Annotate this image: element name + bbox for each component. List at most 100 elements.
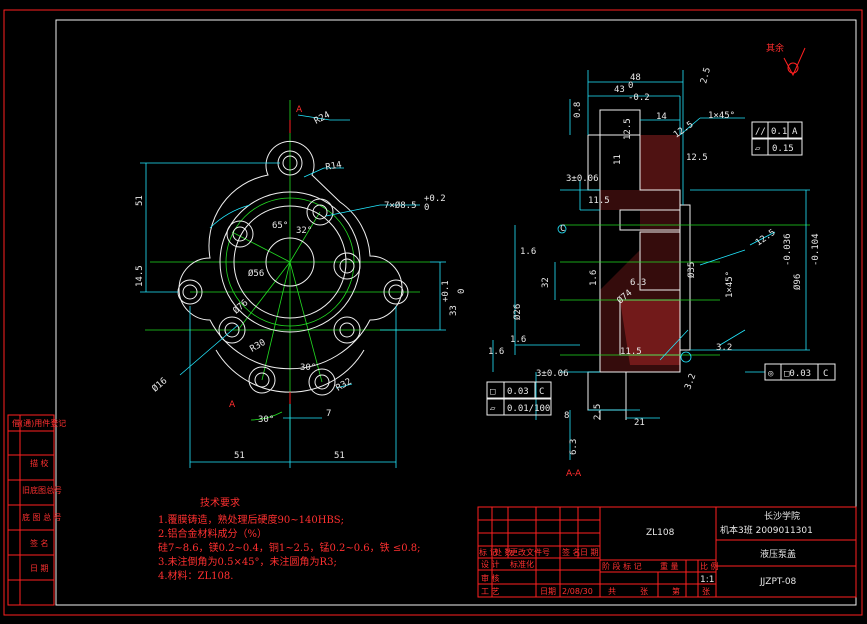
dim-holes: 7×Ø8.5: [384, 200, 417, 211]
tb-row4-3: 张: [640, 587, 648, 596]
dim-d6-3b: 6.3: [569, 439, 579, 455]
tb-row4-1: 日期: [540, 587, 556, 596]
inner-frame: [55, 19, 857, 606]
reg-label-5: 日 期: [30, 564, 49, 573]
gtol4-symbol-icon: □: [490, 387, 496, 397]
tb-row2-2: 重 量: [660, 561, 679, 571]
reg-label-4: 签 名: [30, 538, 49, 548]
tb-row1-1: 处 数: [494, 547, 513, 557]
gtol2-value: 0.15: [772, 144, 794, 154]
dim-ang65: 65°: [272, 221, 288, 231]
dim-d8: 8: [564, 411, 569, 421]
dim-h33: 33: [449, 305, 459, 316]
dim-d2-5b: 2.5: [593, 404, 603, 420]
gtol4-value: 0.03: [507, 387, 529, 397]
dim-d6-3: 6.3: [630, 278, 646, 288]
dim-d1-6b: 1.6: [510, 335, 526, 345]
dim-d76: Ø76: [231, 297, 251, 316]
dim-r32: R32: [335, 377, 354, 394]
dim-w51a: 51: [234, 451, 245, 461]
gtol-frame-1: // 0.1 A: [751, 121, 803, 139]
dim-holes-tol-up: +0.2: [424, 194, 446, 204]
gtol1-symbol: //: [755, 127, 766, 137]
tb-row4-5: 张: [702, 587, 710, 596]
dim-d3-06a: 3±0.06: [566, 174, 599, 184]
dim-w48: 48: [630, 73, 641, 83]
gtol5-symbol-icon: ▱: [490, 404, 496, 414]
dim-h51: 51: [135, 195, 145, 206]
dim-w51b: 51: [334, 451, 345, 461]
dim-d96-tol-up: -0.036: [783, 233, 793, 266]
tb-row2-3: 比 例: [700, 561, 719, 571]
gtol4-ref: C: [539, 387, 544, 397]
gtol3-value: □0.03: [784, 369, 811, 379]
gtol1-value: 0.1: [771, 127, 787, 137]
dim-r14: R14: [325, 160, 343, 173]
tb-material: ZL108: [646, 528, 675, 538]
section-title: A-A: [566, 469, 582, 479]
dim-d32a: 32: [541, 277, 551, 288]
surface-roughness-note: 其余: [766, 42, 784, 54]
tech-line-3: 硅7~8.6，镁0.2~0.4，铜1~2.5，锰0.2~0.6，铁 ≤0.8;: [158, 541, 421, 554]
dim-d3-06b: 3±0.06: [536, 369, 569, 379]
left-registration-column: 借(通)用件登记 描 校 旧底图总号 底 图 总 号 签 名 日 期: [7, 414, 66, 606]
tb-scale: 1:1: [700, 575, 714, 585]
tb-row1-2: 更改文件号: [510, 547, 550, 557]
dim-ang32: 32°: [296, 226, 312, 236]
dim-holes-tol-dn: 0: [424, 203, 429, 213]
dim-d96: Ø96: [792, 274, 803, 290]
gtol-frame-4: □ 0.03 C ▱ 0.01/100: [486, 381, 552, 416]
dim-ra12-5d: 12.5: [754, 228, 778, 249]
tb-date: 2/08/30: [562, 587, 593, 596]
tech-line-4: 3.未注倒角为0.5×45°，未注圆角为R3;: [158, 555, 337, 568]
tb-row4-4: 第: [672, 586, 680, 596]
tb-row4-2: 共: [608, 587, 616, 596]
dim-ang30b: 30°: [300, 363, 316, 373]
tb-row1-4: 日 期: [580, 548, 599, 557]
tech-line-5: 4.材料：ZL108.: [158, 569, 233, 582]
left-view: A A R24 R14 7×Ø8.5 +0.2 0 51 14.5 65° 32…: [135, 100, 467, 468]
title-block: 标 记 处 数 更改文件号 签 名 日 期 设 计 标准化 阶 段 标 记 重 …: [477, 506, 857, 598]
tb-row1-3: 签 名: [562, 547, 581, 557]
dim-c1x45: 1×45°: [708, 111, 735, 121]
dim-d0-8: 0.8: [573, 102, 583, 118]
gtol-frame-3: ◎ □0.03 C: [764, 363, 836, 381]
technical-requirements: 技术要求 1.覆膜铸造，熟处理后硬度90~140HBS; 2.铝合金材料成分（%…: [158, 496, 421, 582]
dim-d11-5b: 11.5: [620, 347, 642, 357]
dim-ra12-5a: 12.5: [623, 118, 633, 140]
dim-w43-tol-dn: -0.2: [628, 93, 650, 103]
reg-label-1: 描 校: [30, 458, 49, 468]
gtol3-ref: C: [823, 369, 828, 379]
dim-d11-5: 11.5: [588, 196, 610, 206]
dim-ra12-5c: 12.5: [686, 153, 708, 163]
dim-c1x45b: 1×45°: [725, 271, 735, 298]
tb-row1-0: 标 记: [479, 547, 498, 557]
gtol3-symbol: ◎: [768, 369, 774, 379]
dim-d56: Ø56: [248, 268, 264, 279]
dim-h33-tol-up: +0.1: [441, 280, 451, 302]
gtol2-symbol: ▱: [755, 144, 761, 154]
tb-row3-0: 审 核: [481, 573, 500, 583]
dim-r24: R24: [313, 110, 332, 126]
dim-d2-5: 2.5: [699, 66, 713, 84]
reg-label-2: 旧底图总号: [22, 485, 62, 495]
dim-r30: R30: [249, 338, 268, 355]
dim-ang30a: 30°: [258, 415, 274, 425]
dim-d21: 21: [634, 418, 645, 428]
dim-d16: Ø16: [150, 375, 170, 394]
dim-ra12-5b: 12.5: [672, 120, 696, 141]
dim-d96-tol-dn: -0.104: [811, 233, 821, 266]
dim-w7: 7: [326, 409, 331, 419]
gtol1-ref: A: [792, 127, 798, 137]
tb-row2-1: 阶 段 标 记: [602, 561, 642, 571]
tech-line-1: 1.覆膜铸造，熟处理后硬度90~140HBS;: [158, 513, 344, 526]
dim-d3-2b: 3.2: [683, 372, 698, 391]
dim-h14-5: 14.5: [135, 265, 145, 287]
dim-w14: 14: [656, 112, 667, 122]
dim-w43-tol-up: 0: [628, 81, 633, 91]
section-label-a-top: A: [296, 105, 303, 115]
gtol5-value: 0.01/100: [507, 404, 550, 414]
roughness-symbol-icon: [783, 47, 806, 77]
dim-d35: Ø35: [686, 262, 697, 278]
